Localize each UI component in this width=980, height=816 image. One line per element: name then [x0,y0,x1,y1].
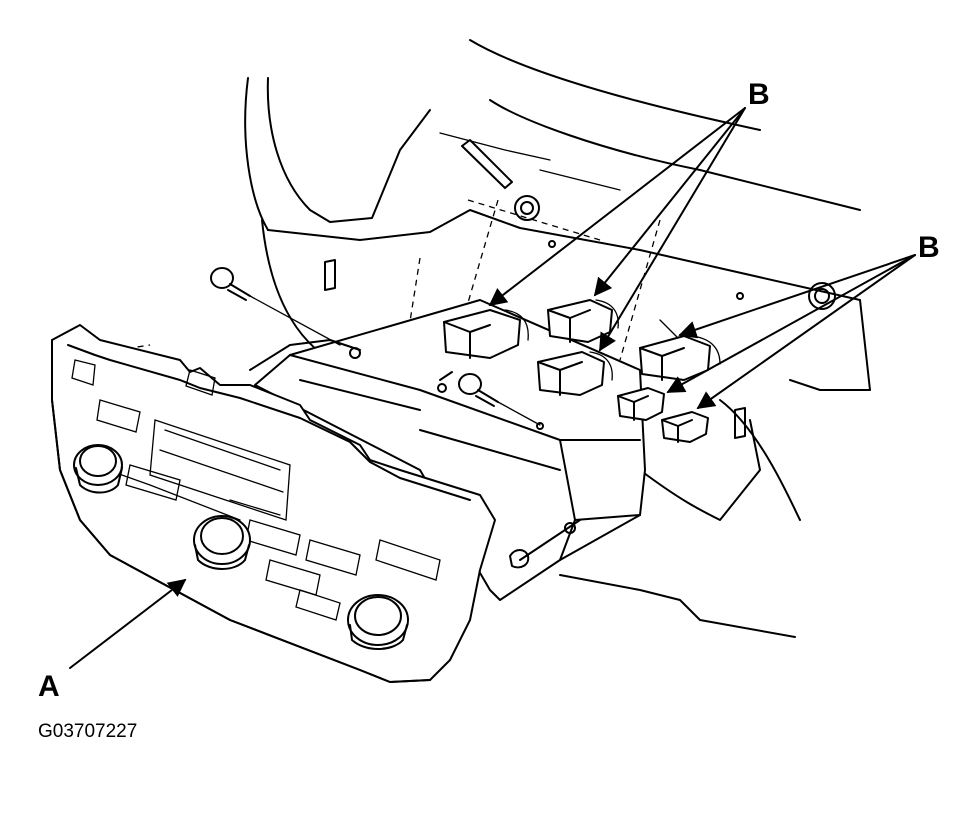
screw-right [458,373,544,430]
connector-3 [537,351,613,396]
callout-label-b-right: B [918,231,940,264]
screw-left [210,267,341,346]
faceplate [51,324,496,683]
dash-slot [324,139,836,439]
callout-label-a: A [38,670,60,703]
connector-5 [617,387,665,421]
knob-right [347,594,409,650]
knob-center [193,515,251,570]
figure-code: G03707227 [38,721,138,742]
connector-1 [443,309,529,359]
knob-left [73,444,123,494]
callout-label-b-top: B [748,78,770,111]
connector-4 [639,335,721,381]
callout-arrows [69,107,916,669]
connector-6 [661,411,709,443]
